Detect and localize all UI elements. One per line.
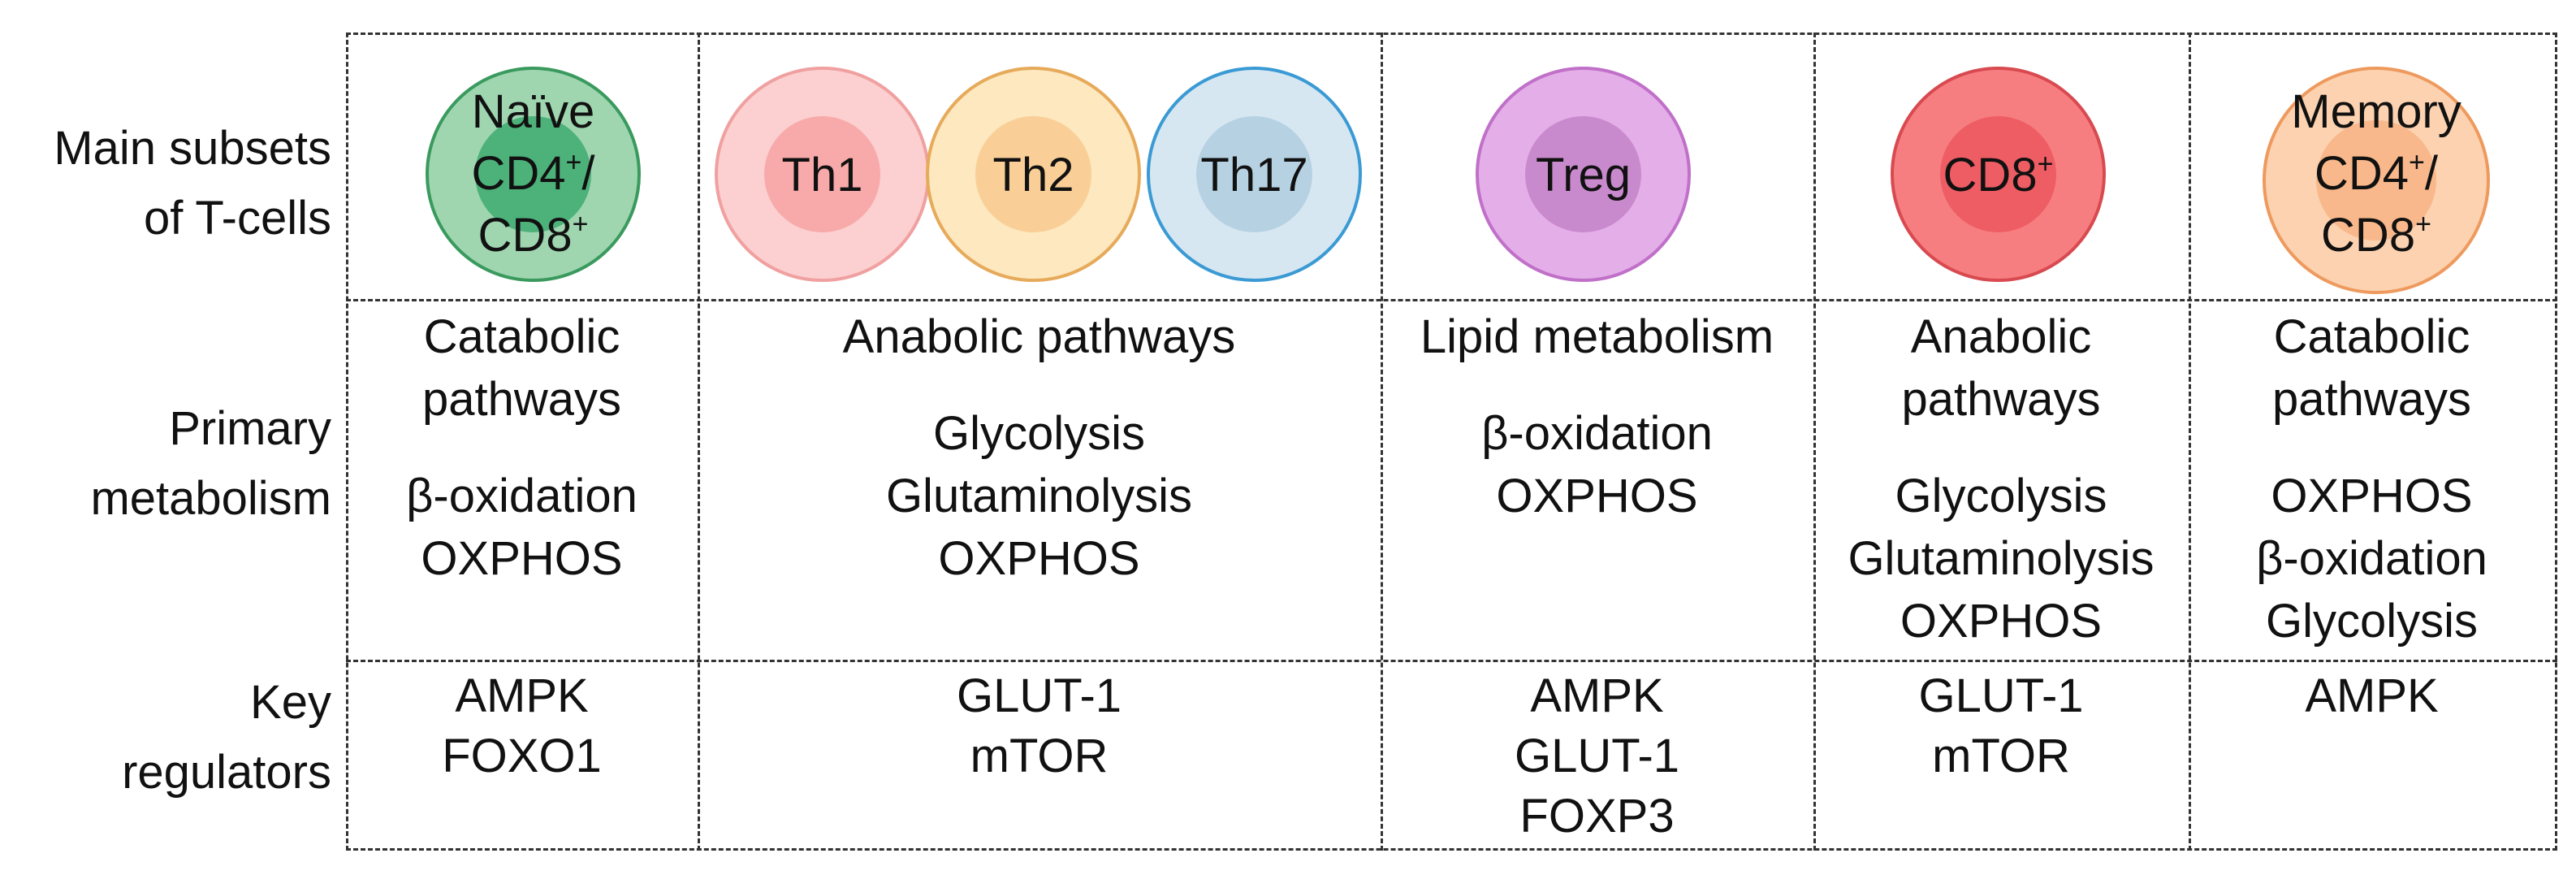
regulators-col5-item-1: AMPK [2305, 669, 2439, 722]
regulators-col4: GLUT-1 mTOR [1813, 666, 2189, 786]
regulators-col4-item-2: mTOR [1932, 730, 2070, 782]
naive-cell-label: Naïve CD4+/ CD8+ [429, 81, 638, 266]
memory-cell-label: Memory CD4+/ CD8+ [2266, 81, 2487, 266]
regulators-col3: AMPK GLUT-1 FOXP3 [1381, 666, 1813, 847]
th2-cell: Th2 [926, 67, 1141, 282]
regulators-col5: AMPK [2189, 666, 2555, 726]
memory-label-line3: CD8+ [2321, 209, 2431, 262]
naive-label-line1: Naïve [471, 85, 595, 138]
metabolism-col5-item-1: OXPHOS [2271, 470, 2473, 522]
grid-right-border [2555, 32, 2557, 851]
metabolism-col4-heading-1: Anabolic [1910, 310, 2092, 363]
grid-left-border [346, 32, 348, 851]
regulators-col2: GLUT-1 mTOR [698, 666, 1381, 786]
metabolism-col2-item-2: Glutaminolysis [885, 470, 1193, 522]
regulators-col2-item-2: mTOR [970, 730, 1109, 782]
metabolism-col4-item-2: Glutaminolysis [1848, 532, 2155, 585]
row-label-regulators-line1: Key [250, 676, 331, 729]
metabolism-col2: Anabolic pathways Glycolysis Glutaminoly… [698, 305, 1381, 590]
grid-divider-1 [346, 299, 2557, 301]
grid-col-divider-4 [2189, 32, 2191, 851]
th1-cell: Th1 [715, 67, 930, 282]
treg-cell-nucleus [1525, 116, 1641, 232]
metabolism-col2-item-1: Glycolysis [932, 407, 1146, 460]
row-label-regulators-line2: regulators [122, 746, 331, 799]
metabolism-col4-item-3: OXPHOS [1900, 595, 2103, 648]
metabolism-col5-item-3: Glycolysis [2265, 595, 2479, 648]
regulators-col1-item-1: AMPK [455, 669, 589, 722]
row-label-metabolism: Primary metabolism [90, 394, 331, 534]
grid-divider-2 [346, 660, 2557, 662]
cd8-cell-label: CD8+ [1943, 149, 2054, 201]
metabolism-col4: Anabolic pathways Glycolysis Glutaminoly… [1813, 305, 2189, 652]
metabolism-col1: Catabolic pathways β-oxidation OXPHOS [346, 305, 698, 590]
grid-top-border [346, 32, 2557, 35]
metabolism-col1-heading-2: pathways [421, 373, 622, 426]
regulators-col3-item-3: FOXP3 [1519, 790, 1675, 843]
th2-cell-nucleus [975, 116, 1091, 232]
metabolism-col3-item-2: OXPHOS [1496, 470, 1698, 522]
grid-bottom-border [346, 848, 2557, 851]
metabolism-col3-heading-1: Lipid metabolism [1420, 310, 1774, 363]
row-label-subsets-line2: of T-cells [143, 192, 331, 245]
metabolism-col5-heading-2: pathways [2271, 373, 2472, 426]
row-label-metabolism-line1: Primary [169, 402, 331, 455]
memory-cell-nucleus [2316, 120, 2436, 240]
naive-label-line2: CD4+/ [471, 147, 595, 200]
cd8-cell: CD8+ [1891, 67, 2106, 282]
cd8-cell-nucleus [1940, 116, 2056, 232]
metabolism-col5-item-2: β-oxidation [2256, 532, 2487, 585]
row-label-regulators: Key regulators [122, 668, 331, 808]
th17-cell-nucleus [1196, 116, 1312, 232]
memory-label-line1: Memory [2291, 85, 2461, 138]
metabolism-col3-item-1: β-oxidation [1481, 407, 1713, 460]
metabolism-col2-heading-1: Anabolic pathways [842, 310, 1236, 363]
treg-cell-label: Treg [1535, 149, 1632, 201]
naive-cell-nucleus [475, 116, 591, 232]
metabolism-col1-heading-1: Catabolic [423, 310, 620, 363]
th2-cell-label: Th2 [992, 149, 1074, 201]
treg-cell: Treg [1476, 67, 1691, 282]
th17-cell-label: Th17 [1200, 149, 1308, 201]
memory-label-line2: CD4+/ [2314, 147, 2438, 200]
row-label-metabolism-line2: metabolism [90, 472, 331, 525]
regulators-col3-item-1: AMPK [1530, 669, 1664, 722]
metabolism-col1-item-2: OXPHOS [421, 532, 623, 585]
naive-label-line3: CD8+ [478, 209, 589, 262]
row-label-subsets: Main subsets of T-cells [54, 114, 331, 253]
naive-cell: Naïve CD4+/ CD8+ [426, 67, 641, 282]
metabolism-col5-heading-1: Catabolic [2273, 310, 2470, 363]
regulators-col1-item-2: FOXO1 [442, 730, 602, 782]
grid-col-divider-2 [1381, 32, 1383, 851]
th1-cell-label: Th1 [781, 149, 863, 201]
metabolism-col5: Catabolic pathways OXPHOS β-oxidation Gl… [2189, 305, 2555, 652]
metabolism-col4-item-1: Glycolysis [1895, 470, 2107, 522]
memory-cell: Memory CD4+/ CD8+ [2263, 67, 2490, 294]
regulators-col1: AMPK FOXO1 [346, 666, 698, 786]
grid-col-divider-3 [1813, 32, 1816, 851]
regulators-col3-item-2: GLUT-1 [1514, 730, 1680, 782]
grid-col-divider-1 [698, 32, 700, 851]
metabolism-col2-item-3: OXPHOS [938, 532, 1140, 585]
th17-cell: Th17 [1147, 67, 1362, 282]
metabolism-col3: Lipid metabolism β-oxidation OXPHOS [1381, 305, 1813, 527]
regulators-col4-item-1: GLUT-1 [1918, 669, 2084, 722]
metabolism-col4-heading-2: pathways [1901, 373, 2101, 426]
metabolism-col1-item-1: β-oxidation [406, 470, 638, 522]
row-label-subsets-line1: Main subsets [54, 122, 331, 175]
regulators-col2-item-1: GLUT-1 [956, 669, 1122, 722]
th1-cell-nucleus [764, 116, 880, 232]
